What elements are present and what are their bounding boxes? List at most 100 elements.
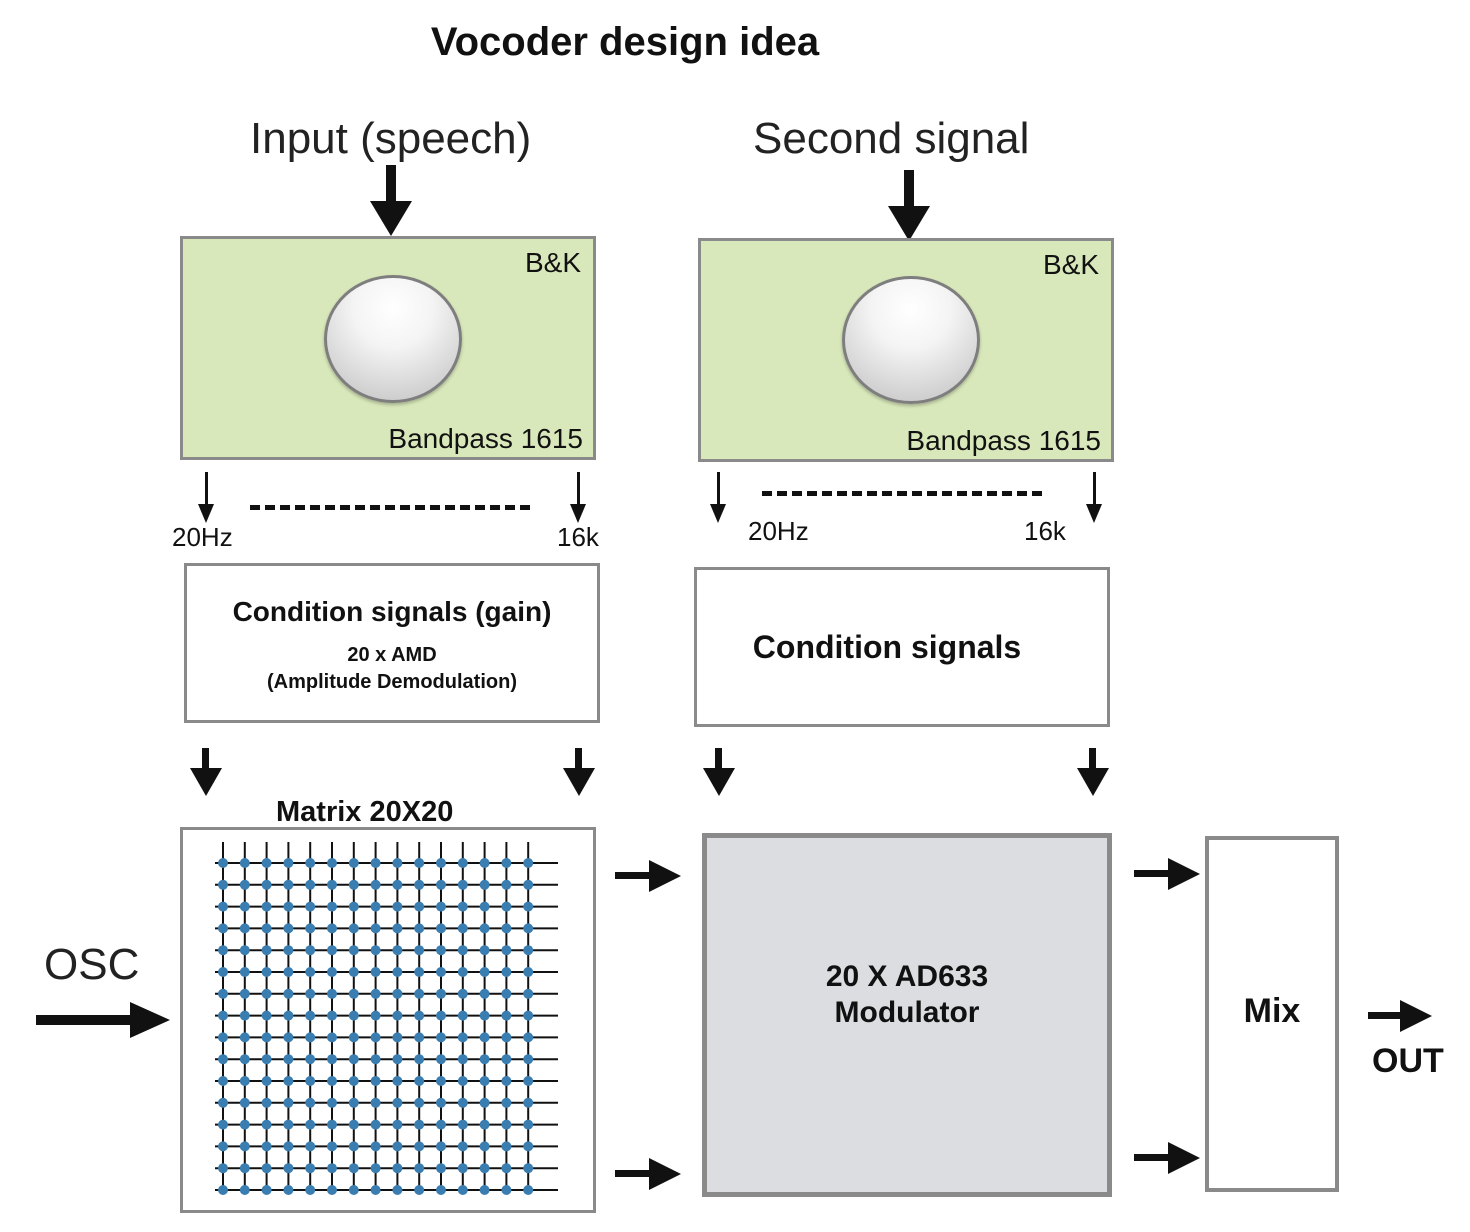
osc-label: OSC	[44, 940, 140, 989]
condition-gain-title: Condition signals (gain)	[232, 596, 552, 627]
matrix-crosspoint	[305, 879, 316, 890]
modulator-box: 20 X AD633 Modulator	[702, 833, 1112, 1197]
matrix-crosspoint	[283, 923, 294, 934]
matrix-crosspoint	[239, 1054, 250, 1065]
matrix-crosspoint	[414, 923, 425, 934]
filter-knob[interactable]	[842, 276, 980, 404]
matrix-crosspoint	[283, 1032, 294, 1043]
band-arrow-high-right	[1086, 472, 1102, 523]
matrix-crosspoint	[348, 1119, 359, 1130]
matrix-crosspoint	[370, 1032, 381, 1043]
condition-signals-box: Condition signals	[694, 567, 1110, 727]
input-arrow-left	[370, 165, 412, 236]
matrix-crosspoint	[392, 1076, 403, 1086]
matrix-grid	[215, 842, 558, 1195]
matrix-crosspoint	[239, 1163, 250, 1174]
matrix-crosspoint	[370, 879, 381, 890]
matrix-crosspoint	[261, 858, 272, 868]
matrix-crosspoint	[305, 1032, 316, 1043]
matrix-crosspoint	[261, 945, 272, 956]
matrix-crosspoint	[283, 879, 294, 890]
matrix-crosspoint	[218, 1032, 228, 1043]
out-arrow	[1368, 1000, 1432, 1032]
matrix-crosspoint	[501, 901, 512, 912]
matrix-crosspoint	[479, 1185, 490, 1195]
matrix-crosspoint	[305, 858, 316, 868]
matrix-crosspoint	[414, 1163, 425, 1174]
matrix-crosspoint	[218, 1076, 228, 1086]
matrix-crosspoint	[261, 1097, 272, 1108]
matrix-crosspoint	[348, 1076, 359, 1086]
matrix-crosspoint	[523, 1119, 534, 1130]
matrix-crosspoint	[501, 1163, 512, 1174]
matrix-crosspoint	[218, 967, 228, 977]
matrix-crosspoint	[239, 901, 250, 912]
matrix-crosspoint	[501, 945, 512, 956]
matrix-crosspoint	[305, 1097, 316, 1108]
matrix-crosspoint	[457, 1163, 468, 1174]
matrix-crosspoint	[218, 1185, 228, 1195]
matrix-crosspoint	[348, 1054, 359, 1065]
matrix-crosspoint	[436, 945, 446, 956]
matrix-crosspoint	[501, 1076, 512, 1086]
matrix-crosspoint	[370, 967, 381, 977]
matrix-crosspoint	[283, 1097, 294, 1108]
matrix-crosspoint	[348, 1141, 359, 1152]
band-arrow-low-left	[198, 472, 214, 523]
matrix-crosspoint	[392, 1163, 403, 1174]
matrix-crosspoint	[436, 879, 446, 890]
matrix-crosspoint	[457, 1032, 468, 1043]
matrix-crosspoint	[305, 945, 316, 956]
matrix-crosspoint	[436, 1185, 446, 1195]
filter-brand-label: B&K	[1042, 249, 1099, 280]
matrix-crosspoint	[348, 1010, 359, 1021]
matrix-crosspoint	[414, 1076, 425, 1086]
matrix-crosspoint	[414, 1185, 425, 1195]
band-arrow-high-left	[570, 472, 586, 523]
matrix-crosspoint	[261, 1119, 272, 1130]
matrix-crosspoint	[305, 1163, 316, 1174]
matrix-crosspoint	[348, 988, 359, 999]
matrix-crosspoint	[239, 879, 250, 890]
mod-out-arrow-top	[1134, 858, 1200, 890]
matrix-crosspoint	[457, 1076, 468, 1086]
matrix-crosspoint	[436, 1097, 446, 1108]
matrix-crosspoint	[457, 988, 468, 999]
matrix-crosspoint	[523, 1097, 534, 1108]
matrix-crosspoint	[327, 1076, 337, 1086]
matrix-crosspoint	[348, 879, 359, 890]
condition-gain-line2: (Amplitude Demodulation)	[267, 671, 517, 693]
matrix-crosspoint	[457, 1141, 468, 1152]
matrix-crosspoint	[479, 945, 490, 956]
matrix-crosspoint	[523, 923, 534, 934]
matrix-crosspoint	[479, 923, 490, 934]
matrix-crosspoint	[392, 1054, 403, 1065]
filter-model-label: Bandpass 1615	[388, 423, 583, 454]
matrix-crosspoint	[239, 923, 250, 934]
bandpass-filter-left: B&K Bandpass 1615	[180, 236, 596, 460]
modulator-line2: Modulator	[834, 996, 980, 1029]
matrix-crosspoint	[457, 923, 468, 934]
matrix-crosspoint	[261, 1054, 272, 1065]
matrix-crosspoint	[457, 879, 468, 890]
matrix-crosspoint	[327, 901, 337, 912]
cond-arrow-right-2	[1077, 748, 1109, 796]
matrix-crosspoint	[305, 1119, 316, 1130]
input-arrow-right	[888, 170, 930, 241]
matrix-crosspoint	[436, 901, 446, 912]
matrix-crosspoint	[283, 1054, 294, 1065]
matrix-crosspoint	[392, 901, 403, 912]
matrix-crosspoint	[239, 858, 250, 868]
matrix-title: Matrix 20X20	[276, 796, 454, 828]
mix-label: Mix	[1243, 991, 1301, 1030]
matrix-crosspoint	[392, 1097, 403, 1108]
filter-knob[interactable]	[324, 275, 462, 403]
matrix-crosspoint	[239, 1010, 250, 1021]
matrix-crosspoint	[479, 879, 490, 890]
matrix-crosspoint	[392, 945, 403, 956]
matrix-crosspoint	[414, 1141, 425, 1152]
matrix-crosspoint	[370, 923, 381, 934]
matrix-crosspoint	[392, 1119, 403, 1130]
condition-gain-line1: 20 x AMD	[347, 644, 437, 666]
matrix-crosspoint	[479, 1010, 490, 1021]
